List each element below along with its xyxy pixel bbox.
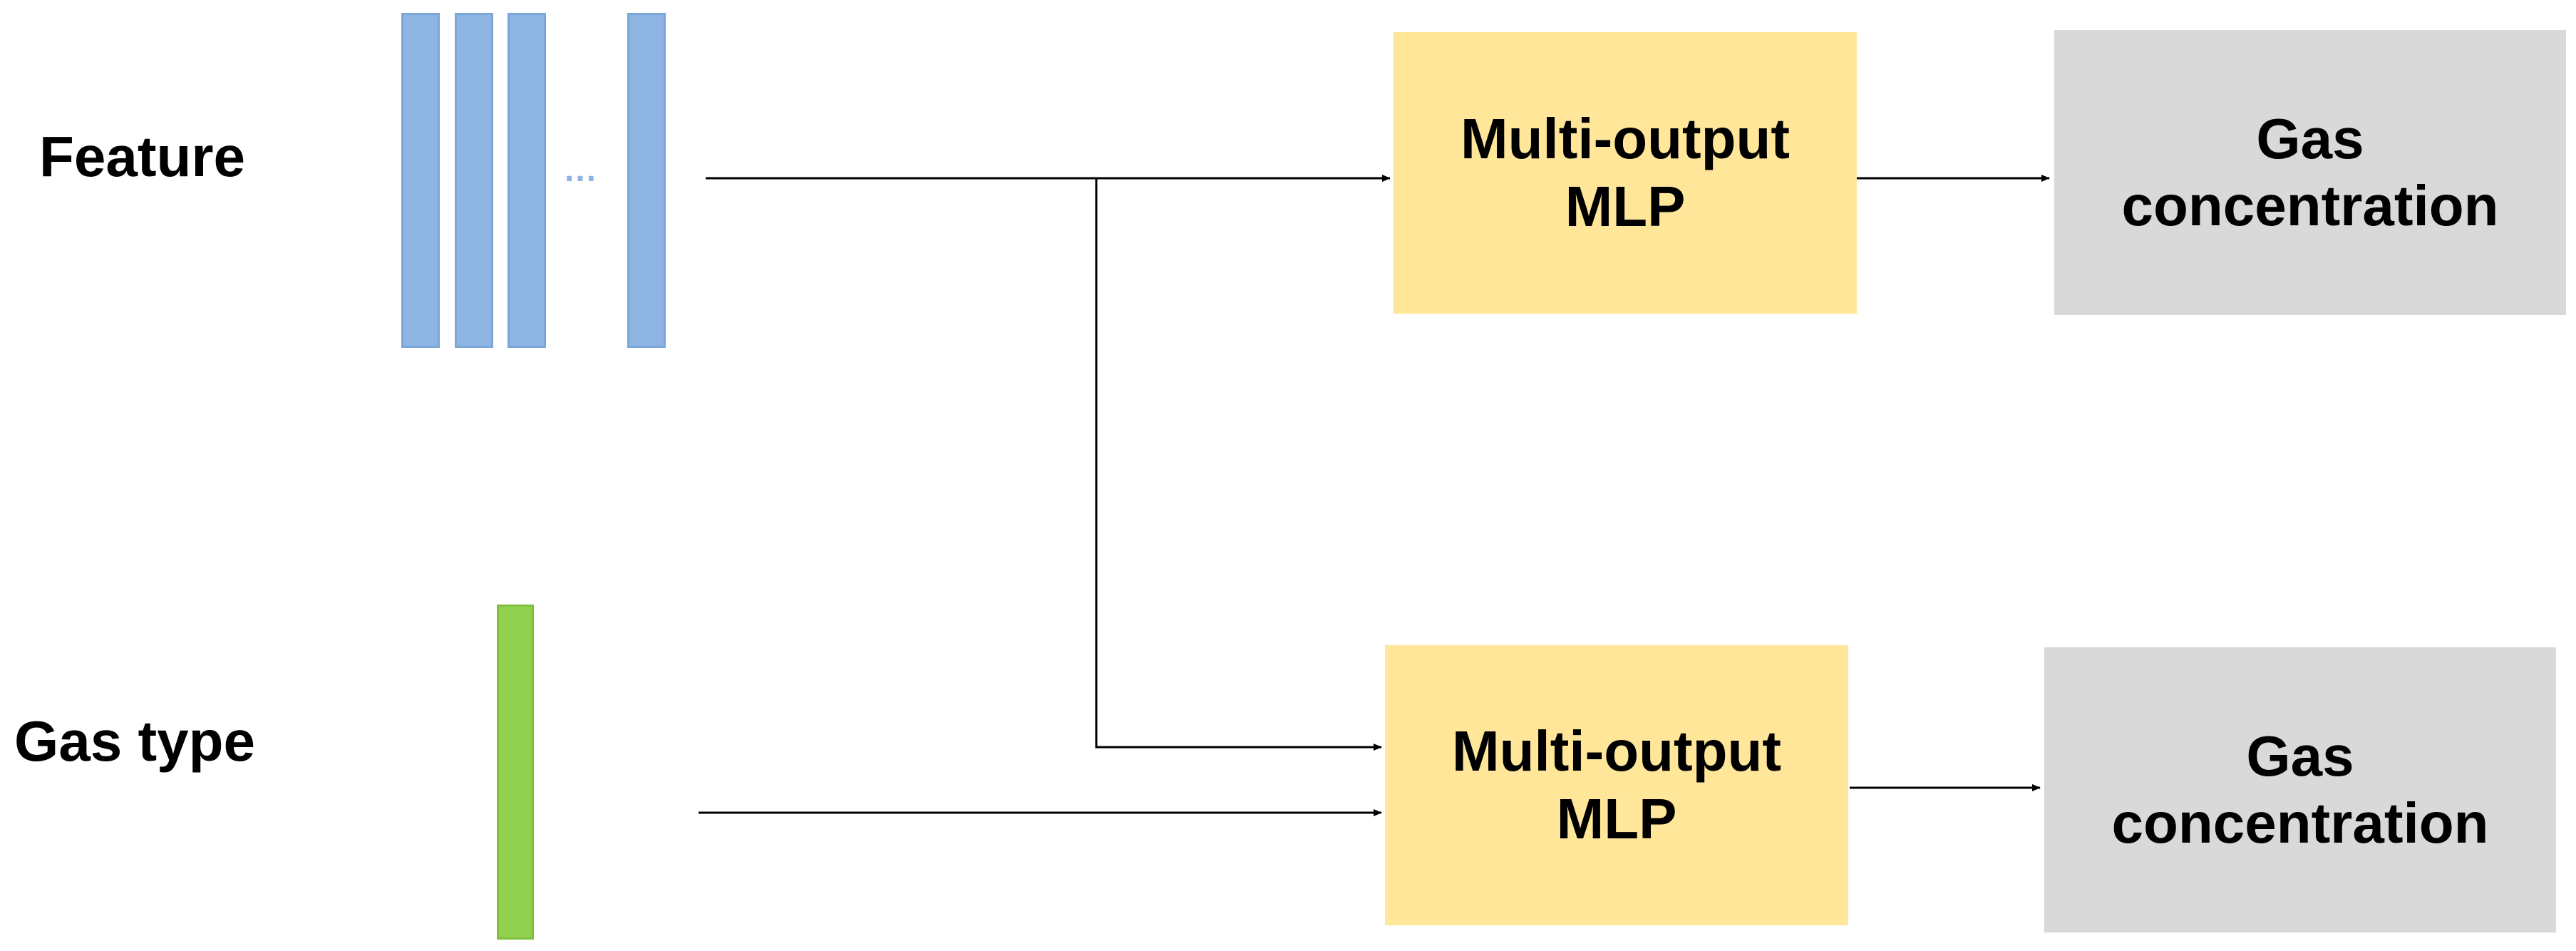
- top-mlp-box: Multi-output MLP: [1393, 32, 1857, 314]
- bottom-output-box: Gas concentration: [2044, 647, 2556, 932]
- gas-type-vector-bar: [497, 605, 534, 940]
- top-output-box: Gas concentration: [2054, 30, 2566, 315]
- feature-vector-bar-n: [627, 13, 666, 348]
- bottom-output-line2: concentration: [2111, 791, 2489, 855]
- feature-label: Feature: [39, 125, 245, 188]
- top-output-line2: concentration: [2121, 174, 2499, 237]
- bottom-mlp-line1: Multi-output: [1452, 719, 1781, 783]
- top-output-line1: Gas: [2256, 106, 2364, 170]
- feature-vector-bar-3: [508, 13, 546, 348]
- feature-vector-bar-2: [455, 13, 493, 348]
- bottom-mlp-line2: MLP: [1556, 786, 1677, 850]
- feature-vector-ellipsis: ...: [565, 151, 598, 189]
- top-mlp-line1: Multi-output: [1460, 107, 1790, 171]
- gas-type-label: Gas type: [14, 709, 255, 773]
- bottom-output-line1: Gas: [2246, 724, 2354, 788]
- bottom-mlp-box: Multi-output MLP: [1385, 645, 1848, 925]
- top-mlp-line2: MLP: [1565, 174, 1686, 238]
- feature-vector-bar-1: [401, 13, 440, 348]
- feature-to-bottom-mlp-arrow: [1095, 178, 1382, 751]
